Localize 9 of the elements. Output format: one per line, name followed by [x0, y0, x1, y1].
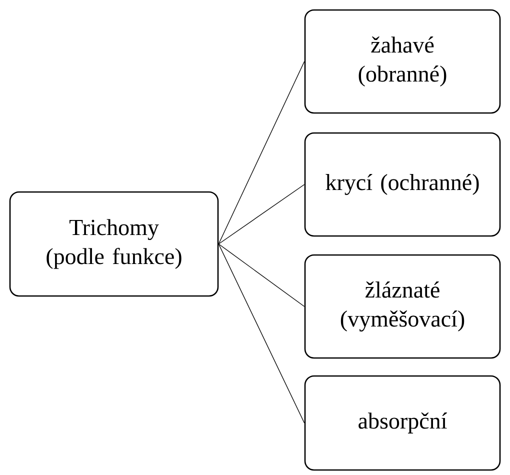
category-box: žláznaté (vyměšovací)	[304, 254, 501, 359]
category-box: krycí (ochranné)	[304, 132, 501, 237]
connector-line	[218, 61, 305, 244]
root-box: Trichomy (podle funkce)	[9, 191, 219, 297]
connector-line	[218, 184, 305, 244]
category-box: absorpční	[304, 375, 501, 471]
category-box: žahavé (obranné)	[304, 9, 501, 114]
connector-line	[218, 244, 305, 307]
connector-line	[218, 244, 305, 424]
